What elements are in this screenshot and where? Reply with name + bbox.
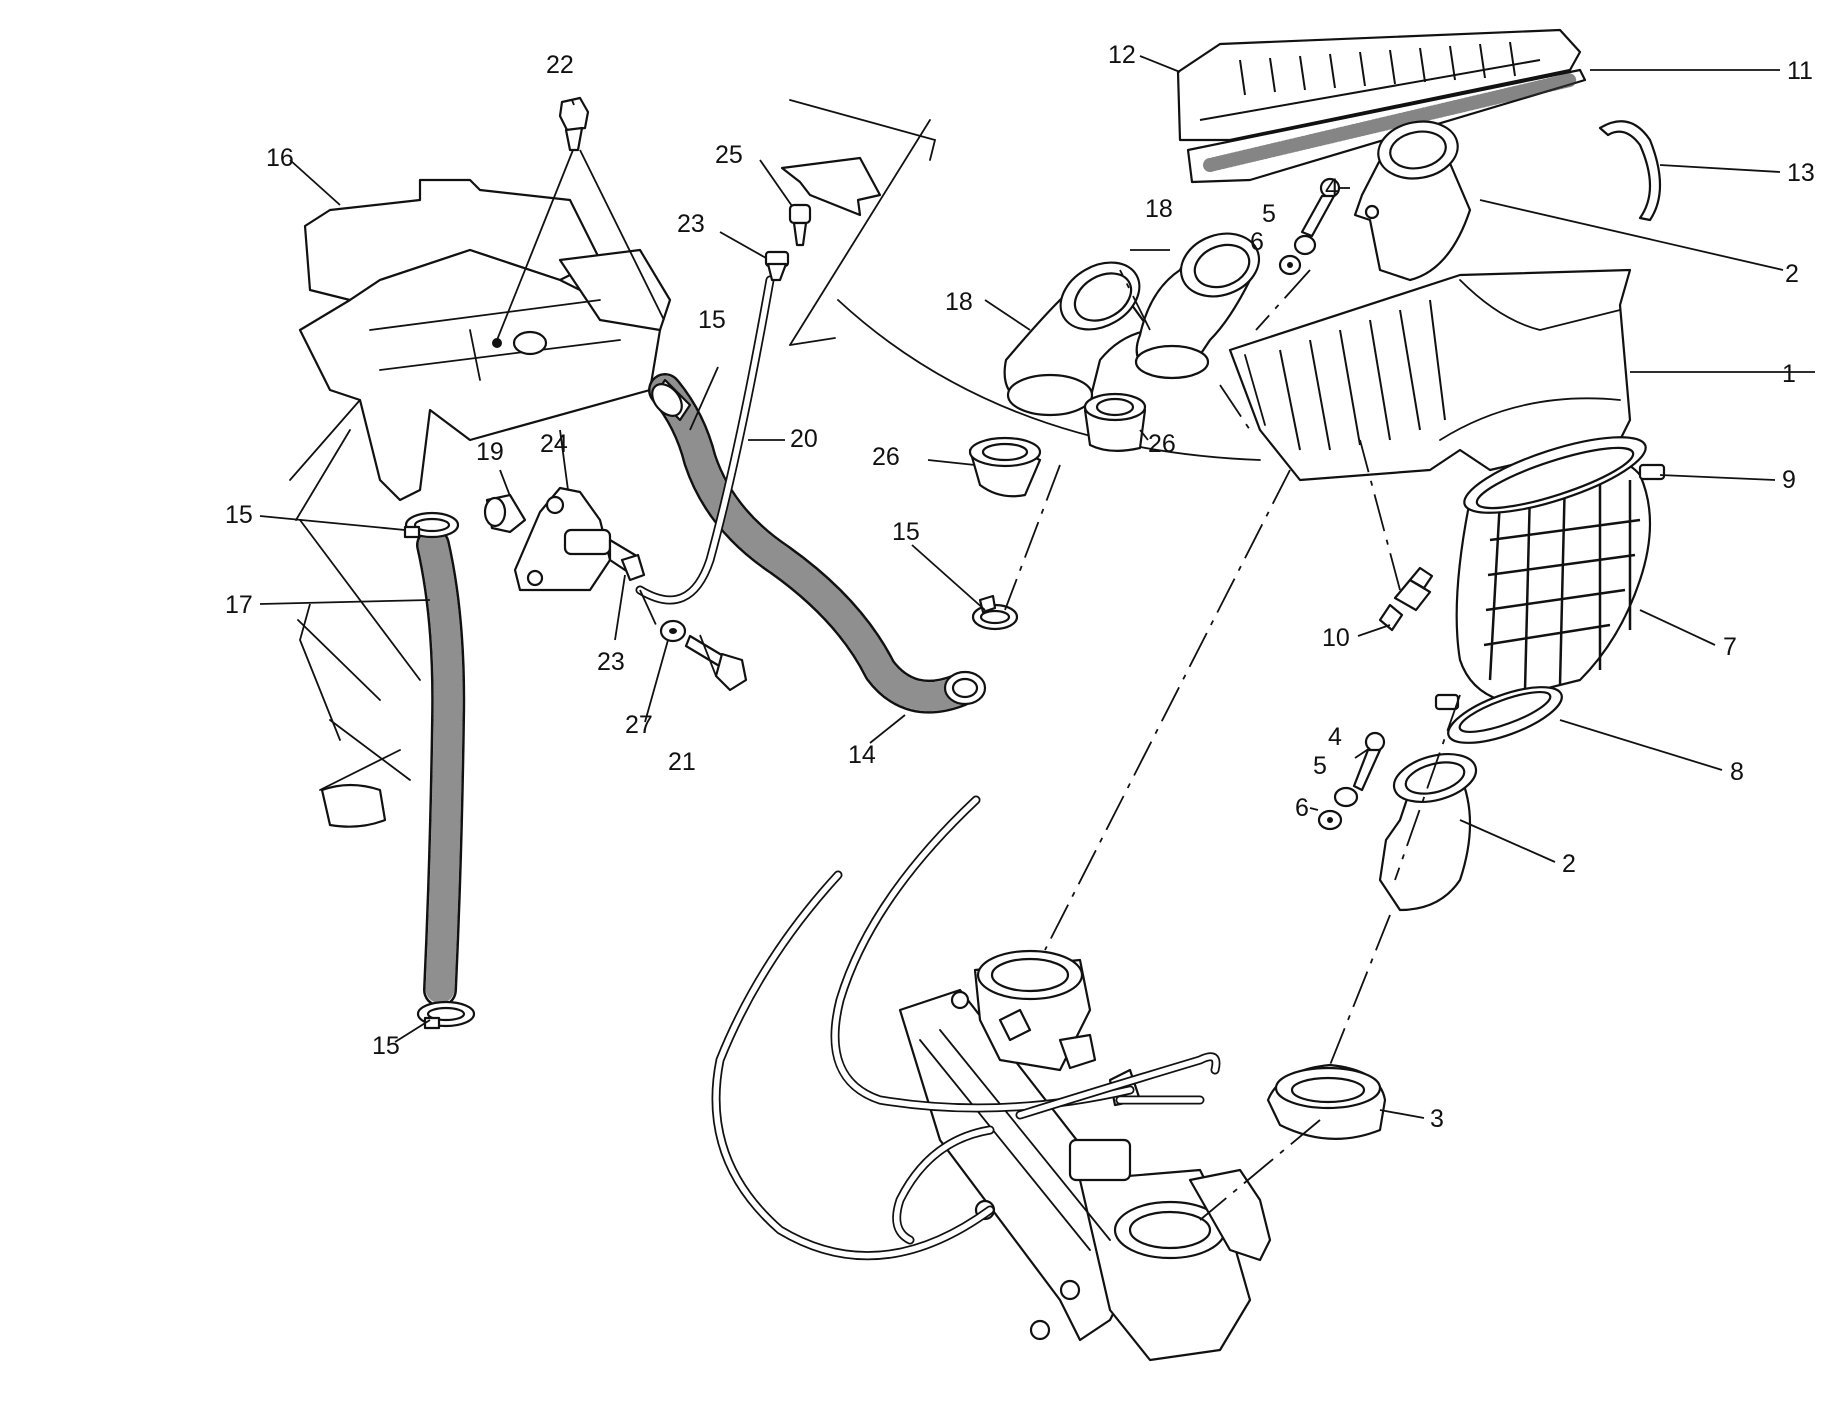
callout-26-left: 26: [872, 443, 900, 471]
part-20-tube: [635, 275, 775, 605]
part-6-washer-lower: [1317, 809, 1343, 831]
part-3-ring: [1266, 1063, 1387, 1140]
part-12-airbox-lid: [1176, 28, 1582, 142]
part-4-screw-lower: [1352, 731, 1386, 792]
part-21-bolt: [684, 634, 748, 692]
assembly-lines: [639, 269, 1461, 1221]
callout-21: 21: [668, 748, 696, 776]
part-19-cap: [483, 493, 527, 534]
callout-16: 16: [266, 144, 294, 172]
part-22-bolt: [496, 96, 665, 341]
callout-3: 3: [1430, 1105, 1444, 1133]
callout-5-lower: 5: [1313, 752, 1327, 780]
part-23-clamp-upper: [764, 250, 790, 282]
part-23-clamp-lower: [620, 553, 646, 582]
callout-26-right: 26: [1148, 430, 1176, 458]
part-26-sleeve-right: [1083, 392, 1147, 452]
part-5-washer-lower: [1333, 786, 1359, 808]
part-18-duct-right: [1134, 232, 1261, 380]
callout-7: 7: [1723, 633, 1737, 661]
part-5-washer-upper: [1293, 234, 1317, 256]
part-15-clamp-hose14: [651, 378, 692, 422]
part-2-trumpet-upper: [1353, 120, 1472, 282]
callout-25: 25: [715, 141, 743, 169]
callout-22: 22: [546, 51, 574, 79]
vacuum-tubes: [711, 795, 1221, 1261]
callout-14: 14: [848, 741, 876, 769]
callout-15-hose-top: 15: [225, 501, 253, 529]
callout-18-right: 18: [1145, 195, 1173, 223]
callout-9: 9: [1782, 466, 1796, 494]
callout-27: 27: [625, 711, 653, 739]
callout-8: 8: [1730, 758, 1744, 786]
callout-20: 20: [790, 425, 818, 453]
part-24-valve: [513, 486, 637, 592]
callout-10: 10: [1322, 624, 1350, 652]
part-8-clamp: [1434, 686, 1563, 744]
part-25-fitting: [780, 156, 882, 247]
part-26-sleeve-left: [968, 436, 1042, 498]
part-2-trumpet-lower: [1378, 753, 1478, 912]
callout-1: 1: [1782, 360, 1796, 388]
part-4-screw-upper: [1300, 177, 1341, 238]
part-17-hose: [416, 528, 466, 1007]
callout-5-upper: 5: [1262, 200, 1276, 228]
callout-12: 12: [1108, 41, 1136, 69]
callout-labels: 1 2 2 3 4 4 5 5 6 6 7 8 9 10 11 12 13 14…: [225, 41, 1815, 1133]
part-14-hose: [648, 373, 987, 714]
callout-23-lower: 23: [597, 648, 625, 676]
part-9-clamp: [1463, 436, 1666, 514]
callout-19: 19: [476, 438, 504, 466]
part-15-clamp-lower: [416, 1000, 476, 1030]
callout-15-loose: 15: [892, 518, 920, 546]
part-15-clamp-loose: [971, 594, 1019, 631]
callout-23-upper: 23: [677, 210, 705, 238]
part-10-sensor: [1378, 566, 1434, 632]
callout-11: 11: [1787, 57, 1813, 85]
callout-2-lower: 2: [1562, 850, 1576, 878]
part-13-clip: [1598, 120, 1662, 222]
callout-15-hose-bottom: 15: [372, 1032, 400, 1060]
part-16-cover: [298, 178, 672, 502]
callout-13: 13: [1787, 159, 1815, 187]
leader-lines: [259, 55, 1815, 1119]
part-6-washer-upper: [1278, 254, 1302, 276]
part-18-duct-left: [1003, 261, 1152, 417]
callout-15-tank: 15: [698, 306, 726, 334]
callout-17: 17: [225, 591, 253, 619]
callout-24: 24: [540, 430, 568, 458]
part-15-clamp-upper: [403, 511, 460, 539]
throttle-body-assembly: [898, 949, 1272, 1362]
callout-6-upper: 6: [1250, 228, 1264, 256]
callout-2-upper: 2: [1785, 260, 1799, 288]
callout-4-upper: 4: [1325, 174, 1339, 202]
part-1-airbox: [1228, 268, 1632, 482]
frame-lines: [289, 99, 1261, 828]
part-27-washer: [659, 619, 687, 643]
callout-6-lower: 6: [1295, 794, 1309, 822]
callout-4-lower: 4: [1328, 723, 1342, 751]
callout-18-left: 18: [945, 288, 973, 316]
